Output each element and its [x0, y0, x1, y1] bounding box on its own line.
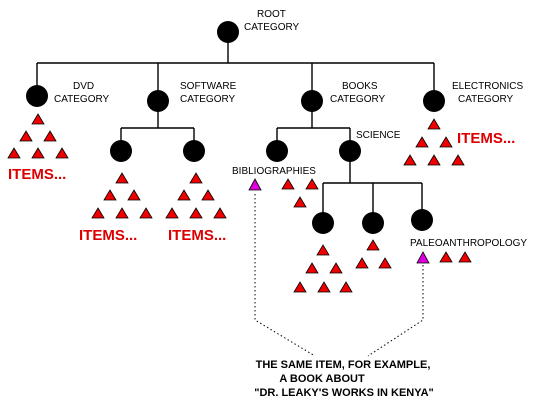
books-category-node — [301, 90, 323, 112]
item-triangle — [165, 207, 179, 219]
science-subcategory-1-items-cluster — [293, 244, 353, 293]
root-category-node — [217, 21, 239, 43]
bibliographies-items-cluster — [248, 178, 319, 208]
software-label-line1: SOFTWARE — [180, 81, 237, 92]
item-triangle — [317, 281, 331, 293]
item-triangle — [439, 136, 453, 148]
item-triangle — [103, 189, 117, 201]
tree-edges — [36, 32, 435, 223]
item-triangle — [293, 281, 307, 293]
dvd-label-line2: CATEGORY — [54, 94, 110, 105]
science-subcategory-1-node — [312, 212, 334, 234]
electronics-items-label: ITEMS... — [457, 130, 515, 147]
software-2-items-label: ITEMS... — [168, 227, 226, 244]
software-subcategory-2-node — [183, 140, 205, 162]
item-triangle — [55, 147, 69, 159]
electronics-label-line1: ELECTRONICS — [452, 81, 523, 92]
item-triangle — [201, 189, 215, 201]
item-triangle — [281, 178, 295, 190]
item-triangle — [378, 257, 392, 269]
root-label-line2: CATEGORY — [244, 22, 300, 33]
paleoanthropology-items-cluster — [416, 251, 472, 264]
item-triangle — [31, 113, 45, 125]
paleoanthropology-category-node — [411, 209, 433, 231]
item-triangle — [403, 154, 417, 166]
item-triangle — [43, 130, 57, 142]
item-triangle — [31, 147, 45, 159]
item-triangle — [19, 130, 33, 142]
item-triangle — [115, 172, 129, 184]
items-labels: ITEMS... ITEMS... ITEMS... ITEMS... — [8, 130, 515, 244]
root-label-line1: ROOT — [257, 9, 286, 20]
note-line2: A BOOK ABOUT — [279, 373, 365, 385]
item-triangle — [439, 251, 453, 263]
item-triangle — [213, 207, 227, 219]
item-triangle — [329, 262, 343, 274]
item-triangle — [115, 207, 129, 219]
item-triangle — [293, 196, 307, 208]
shared-item-triangle — [416, 251, 430, 264]
item-triangle — [316, 244, 330, 256]
science-subcategory-2-items-cluster — [355, 239, 392, 269]
item-triangle — [427, 154, 441, 166]
item-triangle — [366, 239, 380, 251]
science-label: SCIENCE — [356, 130, 401, 141]
electronics-items-cluster — [403, 118, 465, 166]
item-triangle — [189, 172, 203, 184]
shared-item-triangle — [248, 178, 262, 191]
item-triangle — [91, 207, 105, 219]
books-label-line1: BOOKS — [342, 81, 378, 92]
item-triangle — [305, 262, 319, 274]
software-label-line2: CATEGORY — [180, 94, 236, 105]
electronics-category-node — [423, 90, 445, 112]
books-label-line2: CATEGORY — [330, 94, 386, 105]
dvd-category-node — [26, 85, 48, 107]
item-triangle — [355, 257, 369, 269]
item-triangle — [451, 154, 465, 166]
item-triangle — [427, 118, 441, 130]
shared-item-links — [254, 194, 424, 357]
dvd-items-cluster — [7, 113, 69, 159]
item-triangle — [189, 207, 203, 219]
node-labels: ROOT CATEGORY DVD CATEGORY SOFTWARE CATE… — [54, 9, 527, 249]
item-triangles — [7, 113, 472, 293]
item-triangle — [458, 251, 472, 263]
dvd-label-line1: DVD — [73, 81, 94, 92]
software-subcategory-2-items-cluster — [165, 172, 227, 219]
science-subcategory-2-node — [362, 212, 384, 234]
item-triangle — [127, 189, 141, 201]
item-triangle — [139, 207, 153, 219]
software-1-items-label: ITEMS... — [79, 227, 137, 244]
paleoanthropology-label: PALEOANTHROPOLOGY — [410, 238, 527, 249]
item-triangle — [7, 147, 21, 159]
note-line3: "DR. LEAKY'S WORKS IN KENYA" — [254, 387, 434, 399]
electronics-label-line2: CATEGORY — [458, 94, 514, 105]
dvd-items-label: ITEMS... — [8, 166, 66, 183]
bibliographies-category-node — [266, 140, 288, 162]
category-nodes — [26, 21, 445, 234]
software-subcategory-1-node — [110, 140, 132, 162]
item-triangle — [415, 136, 429, 148]
software-category-node — [147, 90, 169, 112]
item-triangle — [177, 189, 191, 201]
bibliographies-label: BIBLIOGRAPHIES — [232, 166, 316, 177]
shared-item-note: THE SAME ITEM, FOR EXAMPLE, A BOOK ABOUT… — [254, 359, 434, 399]
note-line1: THE SAME ITEM, FOR EXAMPLE, — [256, 359, 431, 371]
science-category-node — [339, 140, 361, 162]
item-triangle — [339, 281, 353, 293]
item-triangle — [305, 178, 319, 190]
software-subcategory-1-items-cluster — [91, 172, 153, 219]
